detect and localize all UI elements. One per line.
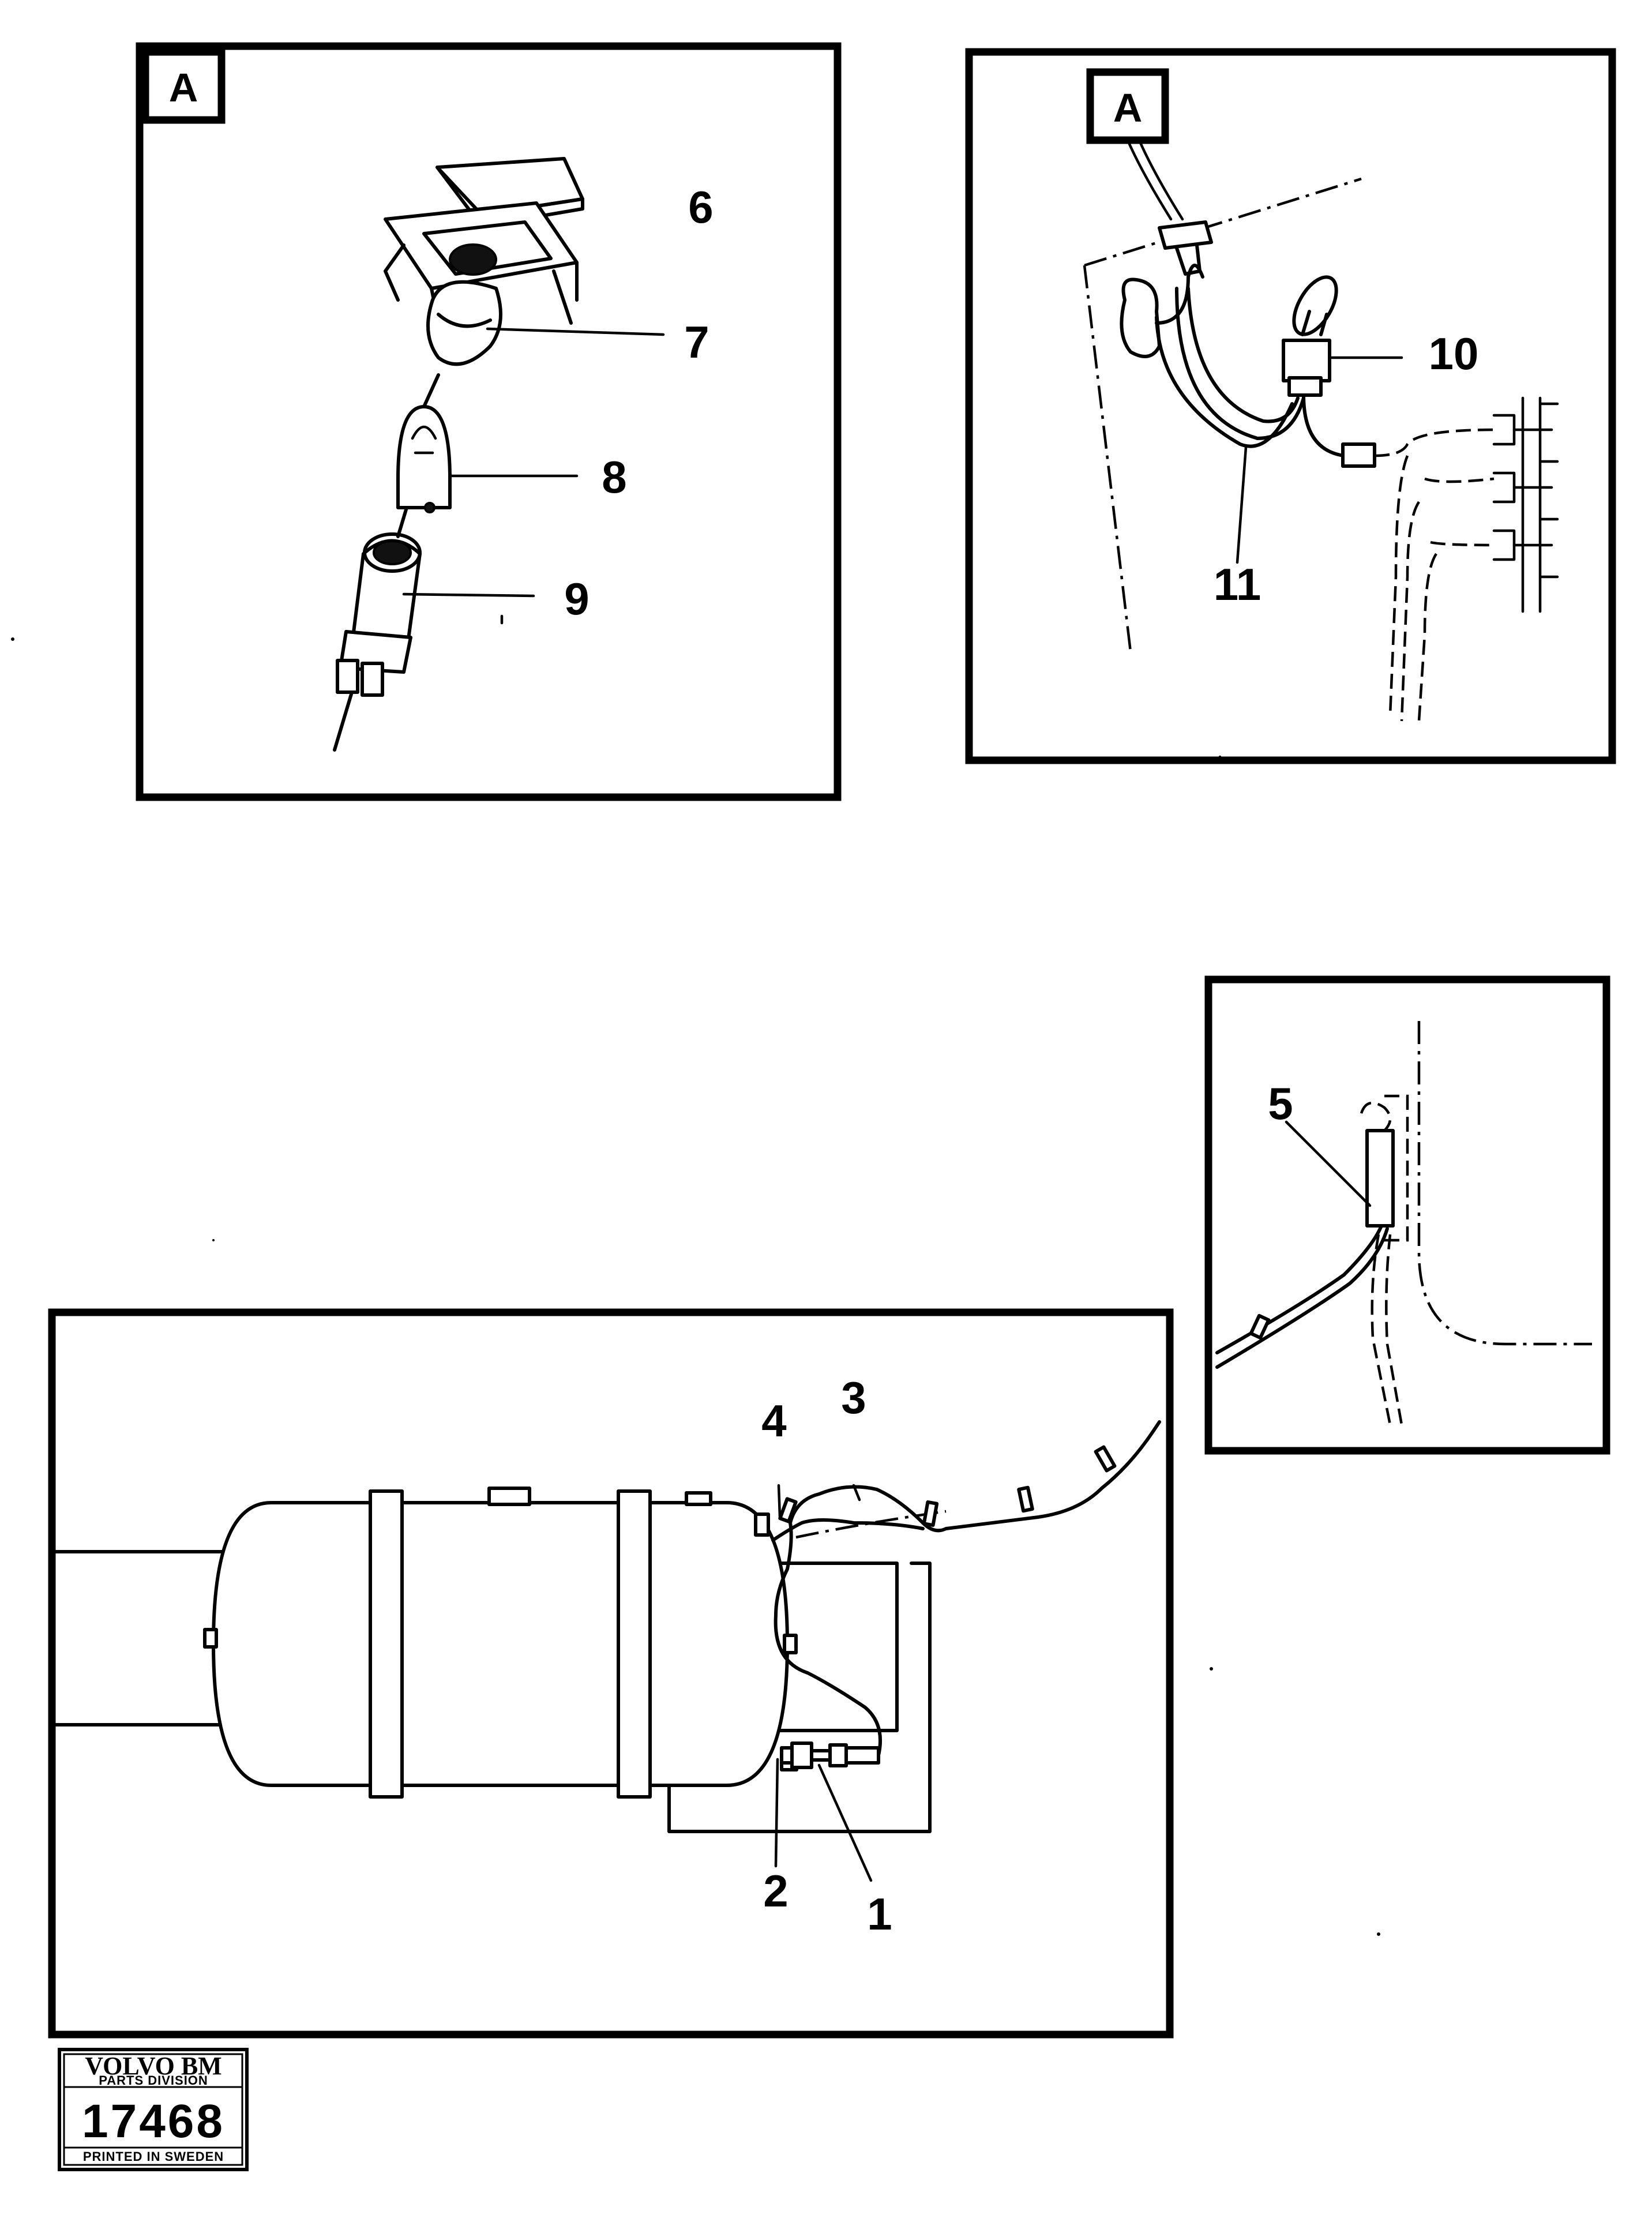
air-tank [212,1501,789,1787]
sensor-part [1365,1129,1395,1228]
panel-detail-a-wiring: A [965,48,1616,764]
switch-part [1282,275,1403,397]
scan-specks [11,637,1380,1936]
harness-part [1120,264,1305,448]
callout-10: 10 [1429,328,1479,379]
lamp-socket-part [333,532,535,752]
stamp-printed: PRINTED IN SWEDEN [83,2149,224,2164]
terminal-block [1492,396,1559,613]
callout-2: 2 [763,1866,788,1916]
panel-frame [48,1308,1174,2039]
callout-7: 7 [684,317,709,367]
pressure-switch-part [844,1746,880,1765]
connector-part [1158,220,1213,276]
tank-strap [369,1489,404,1799]
panel-frame [1204,975,1610,1455]
cable-part [774,1420,1161,1757]
tank-strap [617,1489,652,1799]
callout-8: 8 [602,452,626,502]
detail-marker-label: A [1113,85,1143,130]
callout-1: 1 [867,1889,892,1939]
callout-5: 5 [1268,1078,1293,1129]
detail-marker-label: A [169,65,198,110]
stamp-division: PARTS DIVISION [99,2073,208,2088]
drain-valve-part [780,1741,848,1769]
callout-6: 6 [688,182,713,232]
detail-marker-box [141,48,226,124]
callout-4: 4 [761,1395,786,1446]
panel-frame [965,48,1616,764]
callout-3: 3 [841,1372,866,1423]
callout-9: 9 [564,573,589,624]
stamp-number: 17468 [82,2095,225,2148]
panel-detail-a-lamp: A [136,42,842,801]
callout-11: 11 [1214,559,1261,610]
bulb-part [396,373,579,538]
inline-connector [1341,442,1376,468]
panel-frame [136,42,842,801]
panel-detail-sensor: 5 [1204,975,1610,1455]
lamp-housing-part [384,201,665,366]
panel-main-tank: 4 3 2 1 [48,1308,1174,2039]
parts-division-stamp: VOLVO BM PARTS DIVISION 17468 PRINTED IN… [58,2048,249,2171]
stamp-brand: VOLVO BM [85,2052,221,2080]
